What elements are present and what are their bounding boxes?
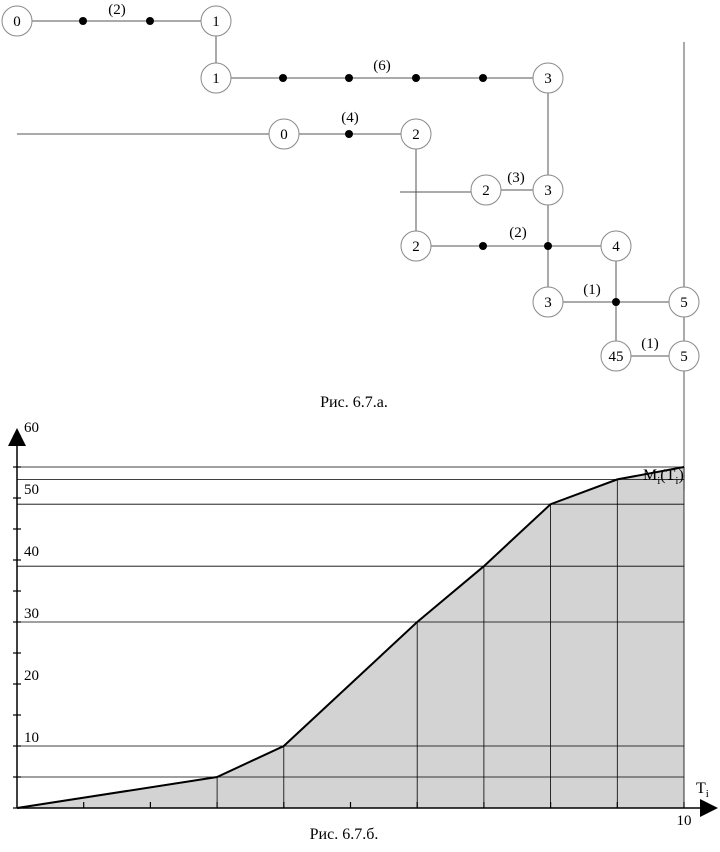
node-label: 3	[544, 295, 552, 311]
event-dot	[279, 74, 287, 82]
event-dot	[412, 74, 420, 82]
node-label: 3	[544, 183, 552, 199]
node: 5	[668, 286, 700, 318]
node: 0	[1, 5, 33, 37]
node: 2	[470, 174, 502, 206]
y-tick-label: 20	[24, 668, 39, 684]
node-label: 45	[609, 349, 624, 365]
cumulative-chart: 10 20 30 40 50 60 10 Mi(Ti) Ti Рис. 6.7.б.	[8, 420, 718, 843]
x-tick-labels: 10	[677, 813, 692, 829]
event-dot	[479, 74, 487, 82]
x-axis-label: Ti	[696, 780, 709, 800]
event-dot	[146, 17, 154, 25]
node-label: 2	[412, 239, 420, 255]
node-label: 1	[212, 14, 220, 30]
drop-lines	[216, 467, 685, 808]
event-dots	[79, 17, 620, 306]
event-dot	[612, 298, 620, 306]
node-label: 0	[13, 14, 21, 30]
network-caption: Рис. 6.7.а.	[320, 394, 388, 411]
area-fill	[17, 467, 684, 808]
y-tick-labels: 10 20 30 40 50 60	[24, 420, 39, 746]
y-axis-arrow	[8, 428, 26, 446]
duration-label: (2)	[108, 2, 126, 18]
y-tick-label: 60	[24, 420, 39, 436]
y-minor-ticks	[13, 435, 21, 809]
node: 3	[532, 286, 564, 318]
node: 3	[532, 62, 564, 94]
reference-lines	[17, 466, 684, 778]
node: 1	[200, 5, 232, 37]
y-tick-label: 30	[24, 606, 39, 622]
node: 4	[600, 230, 632, 262]
duration-label: (2)	[509, 225, 527, 241]
node-label: 1	[212, 71, 220, 87]
curve-line	[16, 466, 685, 809]
chart-caption: Рис. 6.7.б.	[310, 826, 379, 843]
node: 3	[532, 174, 564, 206]
node-label: 3	[544, 71, 552, 87]
duration-label: (6)	[373, 58, 391, 74]
x-axis-arrow	[700, 799, 718, 817]
node-label: 5	[680, 295, 688, 311]
duration-labels: (2) (6) (4) (3) (2) (1) (1)	[108, 2, 659, 352]
network-graph	[17, 20, 685, 490]
node-label: 5	[680, 349, 688, 365]
node: 2	[400, 230, 432, 262]
node: 45	[600, 340, 632, 372]
node-label: 4	[612, 239, 620, 255]
event-dot	[479, 242, 487, 250]
node-label: 0	[280, 127, 288, 143]
y-tick-label: 10	[24, 730, 39, 746]
curve-label: Mi(Ti)	[643, 467, 684, 487]
node: 2	[400, 118, 432, 150]
y-tick-label: 40	[24, 544, 39, 560]
duration-label: (1)	[583, 282, 601, 298]
event-dot	[544, 242, 552, 250]
node: 5	[668, 340, 700, 372]
duration-label: (3)	[507, 170, 525, 186]
x-minor-ticks	[83, 802, 685, 808]
x-tick-label: 10	[677, 813, 692, 829]
network-nodes: 0 1 1 3 0 2 2 3 2 4 3 5 45 5	[1, 5, 700, 372]
node: 1	[200, 62, 232, 94]
event-dot	[345, 74, 353, 82]
y-tick-label: 50	[24, 482, 39, 498]
event-dot	[79, 17, 87, 25]
node-label: 2	[412, 127, 420, 143]
duration-label: (4)	[341, 110, 359, 126]
node: 0	[268, 118, 300, 150]
duration-label: (1)	[641, 336, 659, 352]
node-label: 2	[482, 183, 490, 199]
event-dot	[345, 130, 353, 138]
